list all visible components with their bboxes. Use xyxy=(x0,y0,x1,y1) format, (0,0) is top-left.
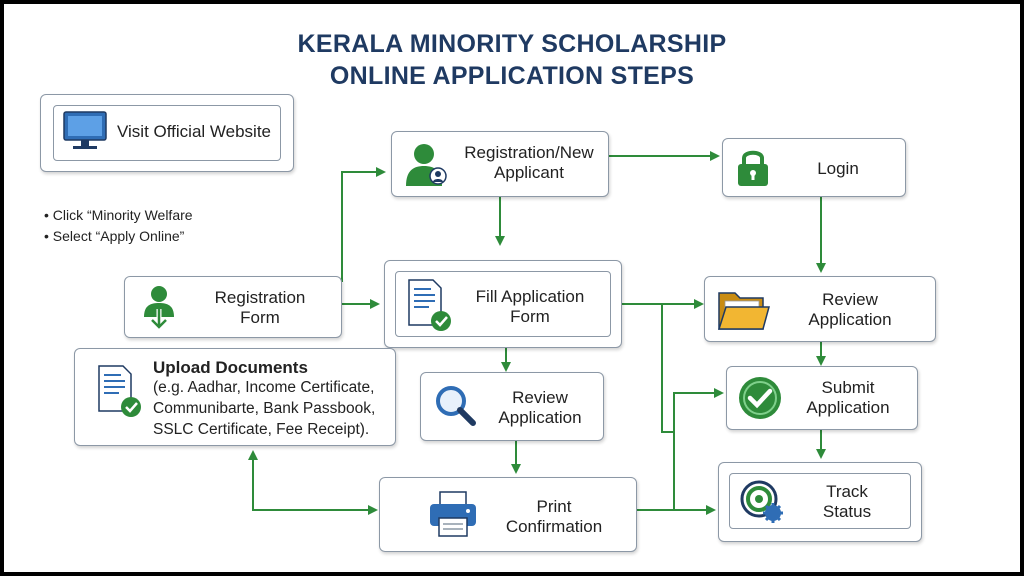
monitor-icon xyxy=(63,111,107,149)
registration-form-label-1: Registration xyxy=(214,288,306,307)
magnifier-icon xyxy=(436,386,476,426)
node-upload-documents: Upload Documents (e.g. Aadhar, Income Ce… xyxy=(74,348,396,446)
instruction-item: Click “Minority Welfare xyxy=(44,205,193,226)
document-check-icon xyxy=(98,365,141,417)
user-download-icon xyxy=(144,286,174,331)
title-line-1: KERALA MINORITY SCHOLARSHIP xyxy=(297,30,727,58)
node-registration-new-applicant: Registration/New Applicant xyxy=(391,131,609,197)
review-mid-label-2: Application xyxy=(498,408,582,427)
node-review-application-right: Review Application xyxy=(704,276,936,342)
printer-icon xyxy=(430,491,476,537)
document-check-icon xyxy=(408,279,451,331)
node-print-confirmation: Print Confirmation xyxy=(379,477,637,552)
node-fill-application-form: Fill Application Form xyxy=(384,260,622,348)
review-right-label-2: Application xyxy=(808,310,892,329)
checkmark-icon xyxy=(739,377,781,419)
track-label-1: Track xyxy=(826,482,868,501)
node-login: Login xyxy=(722,138,906,197)
title-line-2: ONLINE APPLICATION STEPS xyxy=(329,62,695,90)
arrow-print-to-submit xyxy=(673,388,724,510)
upload-documents-line: SSLC Certificate, Fee Receipt). xyxy=(153,421,370,438)
submit-label-2: Application xyxy=(806,398,890,417)
arrow-fill-to-print xyxy=(661,304,675,510)
arrow-regform-to-registration xyxy=(341,167,386,282)
upload-documents-title: Upload Documents xyxy=(153,358,308,377)
print-label-1: Print xyxy=(536,497,572,516)
upload-documents-line: Communibarte, Bank Passbook, xyxy=(153,400,376,417)
registration-new-label-2: Applicant xyxy=(494,163,564,182)
login-label: Login xyxy=(817,159,859,178)
target-gear-icon xyxy=(740,480,783,523)
node-review-application-mid: Review Application xyxy=(420,372,604,441)
node-visit-website: Visit Official Website xyxy=(40,94,294,172)
node-submit-application: Submit Application xyxy=(726,366,918,430)
track-label-2: Status xyxy=(822,502,872,521)
arrow-upload-print-bidirectional xyxy=(252,454,378,515)
folder-icon xyxy=(717,292,770,330)
registration-form-label-2: Form xyxy=(240,308,280,327)
fill-application-label-2: Form xyxy=(510,307,550,326)
instruction-list: Click “Minority Welfare Select “Apply On… xyxy=(44,205,193,247)
submit-label-1: Submit xyxy=(821,378,875,397)
fill-application-label-1: Fill Application xyxy=(475,287,585,306)
visit-website-label: Visit Official Website xyxy=(117,122,272,141)
node-track-status: Track Status xyxy=(718,462,922,542)
review-mid-label-1: Review xyxy=(512,388,568,407)
registration-new-label-1: Registration/New xyxy=(464,143,594,162)
upload-documents-line: (e.g. Aadhar, Income Certificate, xyxy=(153,379,375,396)
instruction-item: Select “Apply Online” xyxy=(44,226,193,247)
print-label-2: Confirmation xyxy=(505,517,603,536)
review-right-label-1: Review xyxy=(822,290,878,309)
node-registration-form: Registration Form xyxy=(124,276,342,338)
user-icon xyxy=(406,144,447,186)
lock-icon xyxy=(738,150,768,186)
